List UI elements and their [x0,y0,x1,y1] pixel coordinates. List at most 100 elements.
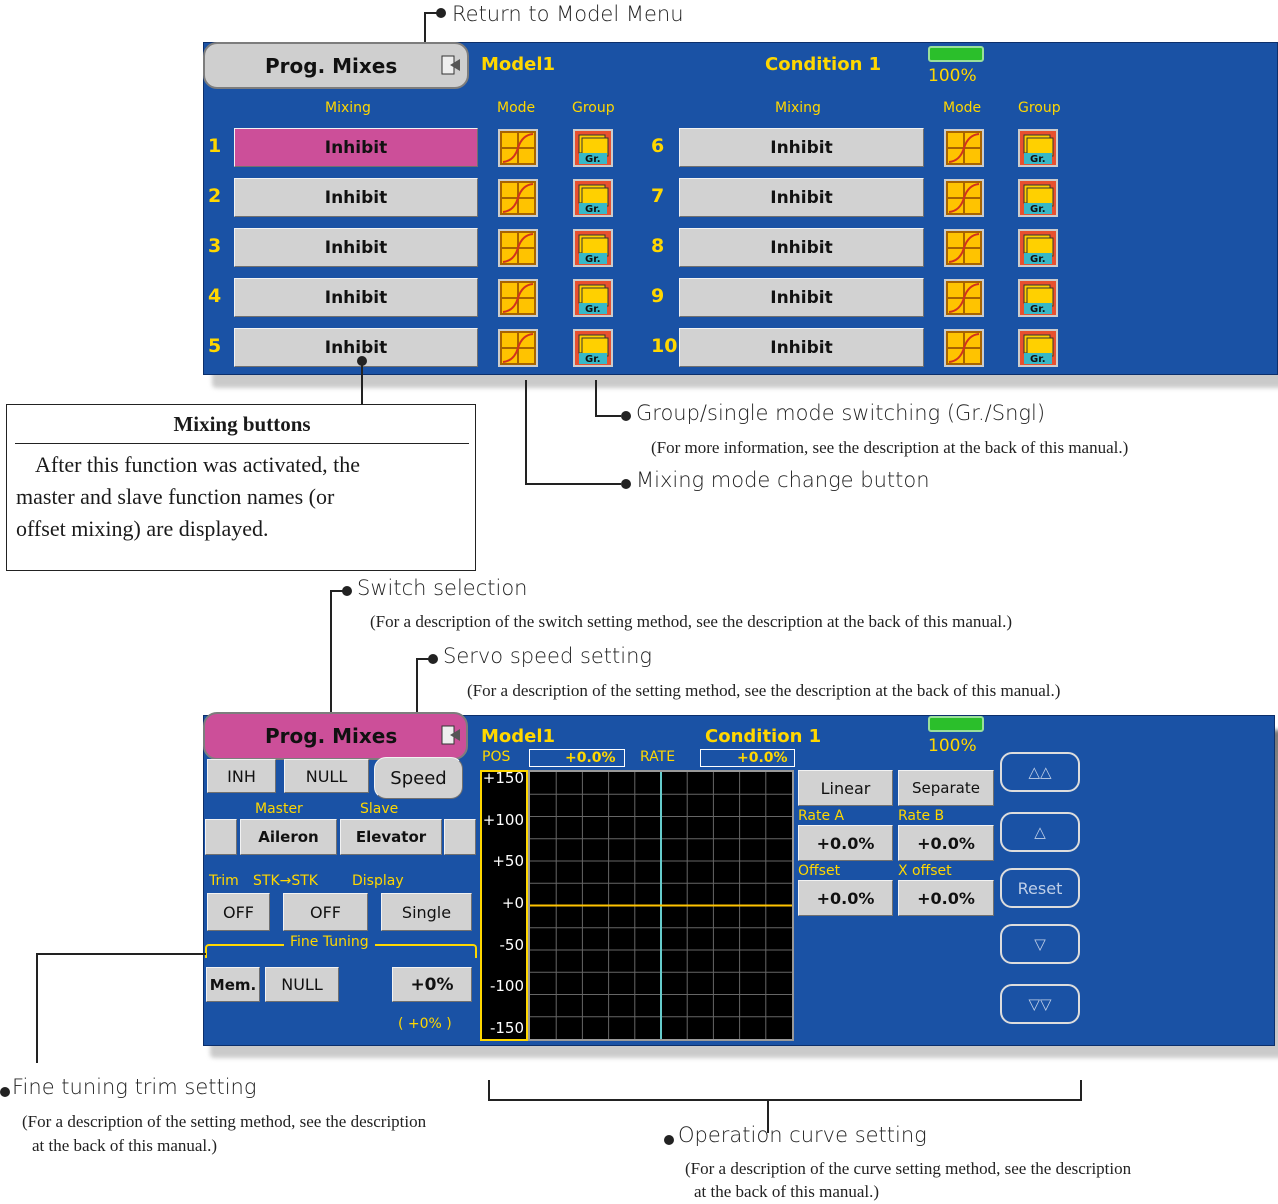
fine-tuning-label: Fine Tuning [284,934,375,950]
mode-icon[interactable] [944,229,984,267]
mode-icon[interactable] [944,129,984,167]
mixing-button[interactable]: Inhibit [234,328,478,367]
return-icon[interactable] [440,54,462,76]
group-icon-label: Gr. [1030,304,1046,315]
speed-leader [416,658,418,764]
y-tick-label: +100 [482,810,524,829]
curve-graph[interactable] [528,770,794,1041]
group-icon[interactable]: Gr. [1018,179,1058,217]
group-icon[interactable]: Gr. [1018,329,1058,367]
fine-note-2: at the back of this manual.) [32,1136,218,1155]
mixing-dot [357,356,367,366]
mixing-button[interactable]: Inhibit [679,228,924,267]
step-up-large-button[interactable]: △△ [1000,752,1080,792]
group-icon[interactable]: Gr. [1018,229,1058,267]
group-note: (For more information, see the descripti… [651,438,1129,457]
return-icon-2[interactable] [440,724,462,746]
screen2-model: Model1 [481,726,556,747]
mixing-button[interactable]: Inhibit [234,228,478,267]
group-dot [621,411,631,421]
offset-label: Offset [798,863,841,879]
trim-button[interactable]: OFF [207,893,270,931]
speed-button[interactable]: Speed [374,757,463,799]
row-number: 1 [208,135,222,157]
group-icon-label: Gr. [1030,154,1046,165]
reset-button[interactable]: Reset [1000,868,1080,908]
fine-null-button[interactable]: NULL [265,967,339,1002]
y-tick-label: -150 [489,1019,524,1037]
fine-sub-value: ( +0% ) [398,1016,452,1032]
mixing-button[interactable]: Inhibit [234,178,478,217]
mode-leader [525,380,527,484]
mixing-button[interactable]: Inhibit [679,178,924,217]
group-icon-label: Gr. [585,154,601,165]
separate-button[interactable]: Separate [898,770,994,806]
switch-null-button[interactable]: NULL [284,759,369,793]
master-left-box[interactable] [205,819,237,855]
group-icon[interactable]: Gr. [1018,129,1058,167]
group-icon[interactable]: Gr. [573,329,613,367]
screen1-title-button[interactable]: Prog. Mixes [203,42,469,89]
display-label: Display [352,873,404,889]
mode-icon[interactable] [498,179,538,217]
switch-note: (For a description of the switch setting… [370,612,1013,631]
mode-icon[interactable] [498,229,538,267]
screen2-battery: 100% [928,736,977,756]
group-icon-label: Gr. [585,254,601,265]
battery-icon-2 [928,716,984,732]
mode-icon[interactable] [944,329,984,367]
mixing-button[interactable]: Inhibit [679,328,924,367]
y-tick-label: +150 [482,769,524,787]
rate-value-box [700,749,795,767]
fine-dot [0,1087,10,1097]
fine-value-button[interactable]: +0% [392,967,472,1002]
master-button[interactable]: Aileron [240,819,337,855]
rate-a-label: Rate A [798,808,845,824]
group-icon[interactable]: Gr. [573,279,613,317]
switch-annotation: Switch selection [357,576,528,600]
curve-note-1: (For a description of the curve setting … [685,1159,1132,1178]
mixing-button[interactable]: Inhibit [234,128,478,167]
mode-icon[interactable] [944,179,984,217]
slave-label: Slave [360,801,399,817]
speed-annotation: Servo speed setting [443,644,653,668]
step-down-large-button[interactable]: ▽▽ [1000,984,1080,1024]
inh-button[interactable]: INH [207,759,276,793]
mode-icon[interactable] [944,279,984,317]
group-leader-h [595,415,621,417]
slave-button[interactable]: Elevator [340,819,442,855]
mixing-button[interactable]: Inhibit [679,278,924,317]
mode-icon[interactable] [498,279,538,317]
stk-label: STK→STK [253,873,318,889]
group-icon-label: Gr. [585,304,601,315]
mode-icon[interactable] [498,129,538,167]
pos-value-box [529,749,625,767]
x-offset-label: X offset [898,863,952,879]
mode-icon[interactable] [498,329,538,367]
stk-button[interactable]: OFF [283,893,368,931]
row-number: 2 [208,185,222,207]
pos-label: POS [482,749,511,765]
step-up-button[interactable]: △ [1000,812,1080,852]
group-icon[interactable]: Gr. [573,129,613,167]
offset-button[interactable]: +0.0% [798,880,893,916]
screen1-model: Model1 [481,54,556,75]
col-mixing-left: Mixing [325,100,371,116]
linear-button[interactable]: Linear [798,770,893,806]
curve-bracket-bottom [488,1099,1082,1101]
slave-right-box[interactable] [444,819,476,855]
group-icon[interactable]: Gr. [1018,279,1058,317]
step-down-button[interactable]: ▽ [1000,924,1080,964]
display-button[interactable]: Single [381,893,472,931]
group-icon[interactable]: Gr. [573,179,613,217]
group-icon[interactable]: Gr. [573,229,613,267]
screen1-title: Prog. Mixes [265,53,398,78]
mixing-button[interactable]: Inhibit [679,128,924,167]
mem-button[interactable]: Mem. [206,967,260,1002]
rate-b-button[interactable]: +0.0% [898,825,994,861]
mixing-button[interactable]: Inhibit [234,278,478,317]
rate-a-button[interactable]: +0.0% [798,825,893,861]
speed-dot [428,654,438,664]
screen2-title-button[interactable]: Prog. Mixes [203,712,468,760]
x-offset-button[interactable]: +0.0% [898,880,994,916]
